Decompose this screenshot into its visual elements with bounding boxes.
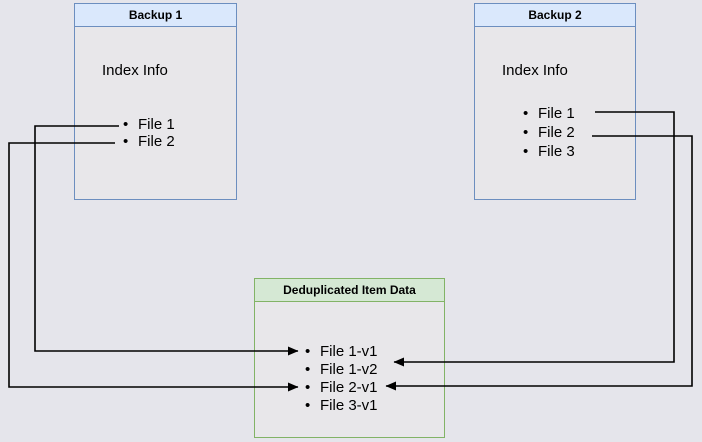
list-item: • File 1 [123,116,175,133]
backup2-title: Backup 2 [528,8,582,22]
list-item-label: File 3 [538,143,575,160]
list-item-label: File 1 [138,116,175,133]
list-item: • File 3 [523,142,575,161]
list-item-label: File 1-v1 [320,342,378,360]
backup1-header: Backup 1 [75,4,236,27]
bullet-icon: • [305,342,311,360]
deduplicated-item-data-box: Deduplicated Item Data • File 1-v1 • Fil… [254,278,445,438]
bullet-icon: • [305,360,311,378]
list-item: • File 2 [123,133,175,150]
list-item-label: File 2 [138,133,175,150]
list-item-label: File 1-v2 [320,360,378,378]
backup1-file-list: • File 1 • File 2 [123,116,175,150]
list-item-label: File 1 [538,105,575,122]
bullet-icon: • [305,378,311,396]
backup1-title: Backup 1 [128,8,183,22]
list-item: • File 1 [523,104,575,123]
dedup-title: Deduplicated Item Data [283,283,416,297]
bullet-icon: • [305,396,311,414]
backup2-header: Backup 2 [475,4,635,27]
backup2-index-info-label: Index Info [502,62,568,79]
bullet-icon: • [523,143,529,160]
bullet-icon: • [523,124,529,141]
dedup-header: Deduplicated Item Data [255,279,444,302]
list-item: • File 1-v1 [305,342,378,360]
list-item: • File 1-v2 [305,360,378,378]
backup1-box: Backup 1 Index Info • File 1 • File 2 [74,3,237,200]
bullet-icon: • [123,116,129,133]
list-item-label: File 2-v1 [320,378,378,396]
backup1-index-info-label: Index Info [102,62,168,79]
list-item-label: File 2 [538,124,575,141]
bullet-icon: • [123,133,129,150]
list-item: • File 2-v1 [305,378,378,396]
list-item: • File 2 [523,123,575,142]
backup2-file-list: • File 1 • File 2 • File 3 [523,104,575,161]
list-item: • File 3-v1 [305,396,378,414]
backup2-box: Backup 2 Index Info • File 1 • File 2 • … [474,3,636,200]
dedup-item-list: • File 1-v1 • File 1-v2 • File 2-v1 • Fi… [305,342,378,414]
list-item-label: File 3-v1 [320,396,378,414]
bullet-icon: • [523,105,529,122]
